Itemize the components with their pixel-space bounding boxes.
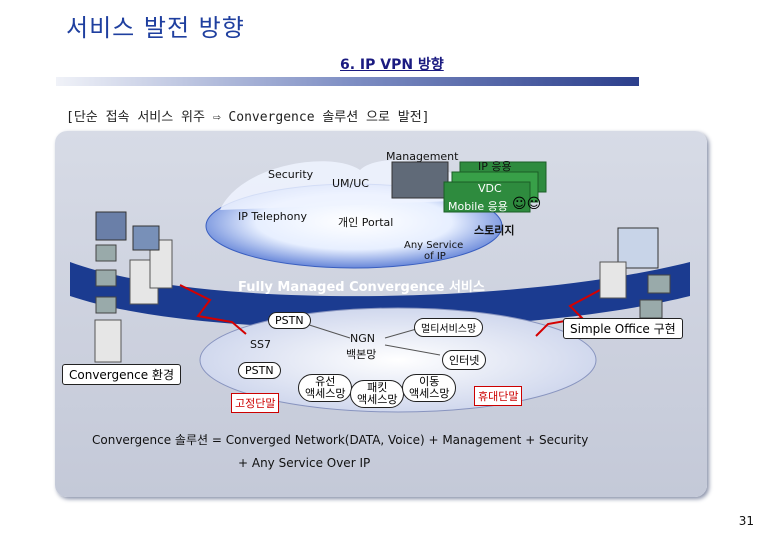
server-rack — [599, 261, 627, 299]
label-vdc: VDC — [478, 182, 502, 195]
wired-line2: 액세스망 — [305, 387, 346, 400]
green-stack-front — [443, 181, 531, 213]
label-ip-app: IP 응용 — [478, 160, 512, 173]
node-ss7: SS7 — [250, 338, 271, 351]
summary-bracket-text: [단순 접속 서비스 위주 ⇨ Convergence 솔루션 으로 발전] — [66, 110, 430, 125]
server-rack — [149, 239, 173, 289]
section-subtitle: 6. IP VPN 방향 — [340, 57, 444, 73]
person-photo — [617, 227, 659, 269]
red-link-left — [179, 284, 247, 335]
label-any-service: Any Service — [404, 240, 464, 251]
portable-terminal-label: 휴대단말 — [474, 386, 523, 406]
convergence-band — [70, 262, 690, 329]
band-label: Fully Managed Convergence 서비스 — [238, 280, 485, 295]
link-ngn-internet — [384, 344, 441, 356]
person-photo — [132, 225, 160, 251]
simple-office-label: Simple Office 구현 — [563, 318, 683, 339]
phone-device — [95, 296, 117, 314]
label-of-ip: of IP — [424, 251, 446, 262]
node-wired-access: 유선 액세스망 — [298, 374, 353, 402]
phone-device — [95, 269, 117, 287]
convergence-env-label: Convergence 환경 — [62, 364, 182, 385]
packet-line1: 패킷 — [367, 381, 388, 394]
label-personal-portal: 개인 Portal — [338, 216, 394, 229]
server-rack — [94, 319, 122, 363]
label-um-uc: UM/UC — [332, 177, 369, 190]
formula-line-2: + Any Service Over IP — [238, 456, 371, 470]
label-management: Management — [386, 150, 459, 163]
user-group-icon: ☺☺ — [512, 196, 542, 212]
page-number: 31 — [738, 514, 754, 528]
node-packet-access: 패킷 액세스망 — [350, 380, 405, 408]
label-security: Security — [268, 168, 314, 181]
wired-line1: 유선 — [315, 375, 336, 388]
mobile-line2: 액세스망 — [409, 387, 450, 400]
label-storage: 스토리지 — [474, 224, 515, 237]
node-backbone: 백본망 — [346, 348, 377, 361]
phone-device — [647, 274, 671, 294]
label-mobile-app: Mobile 응용 — [448, 200, 508, 213]
fixed-terminal-label: 고정단말 — [231, 393, 280, 413]
node-pstn-top: PSTN — [268, 312, 311, 329]
label-ip-telephony: IP Telephony — [238, 210, 307, 223]
person-photo — [95, 211, 127, 241]
formula-line-1: Convergence 솔루션 = Converged Network(DATA… — [92, 433, 589, 447]
laptop-photo — [391, 161, 449, 199]
phone-device — [639, 299, 663, 319]
node-pstn-bottom: PSTN — [238, 362, 281, 379]
packet-line2: 액세스망 — [357, 393, 398, 406]
page-title: 서비스 발전 방향 — [66, 14, 245, 42]
title-underline-bar — [56, 77, 639, 86]
mobile-line1: 이동 — [419, 375, 440, 388]
node-internet: 인터넷 — [442, 350, 487, 370]
node-multiservice: 멀티서비스망 — [414, 318, 484, 337]
node-mobile-access: 이동 액세스망 — [402, 374, 457, 402]
phone-device — [95, 244, 117, 262]
node-ngn: NGN — [350, 332, 375, 345]
